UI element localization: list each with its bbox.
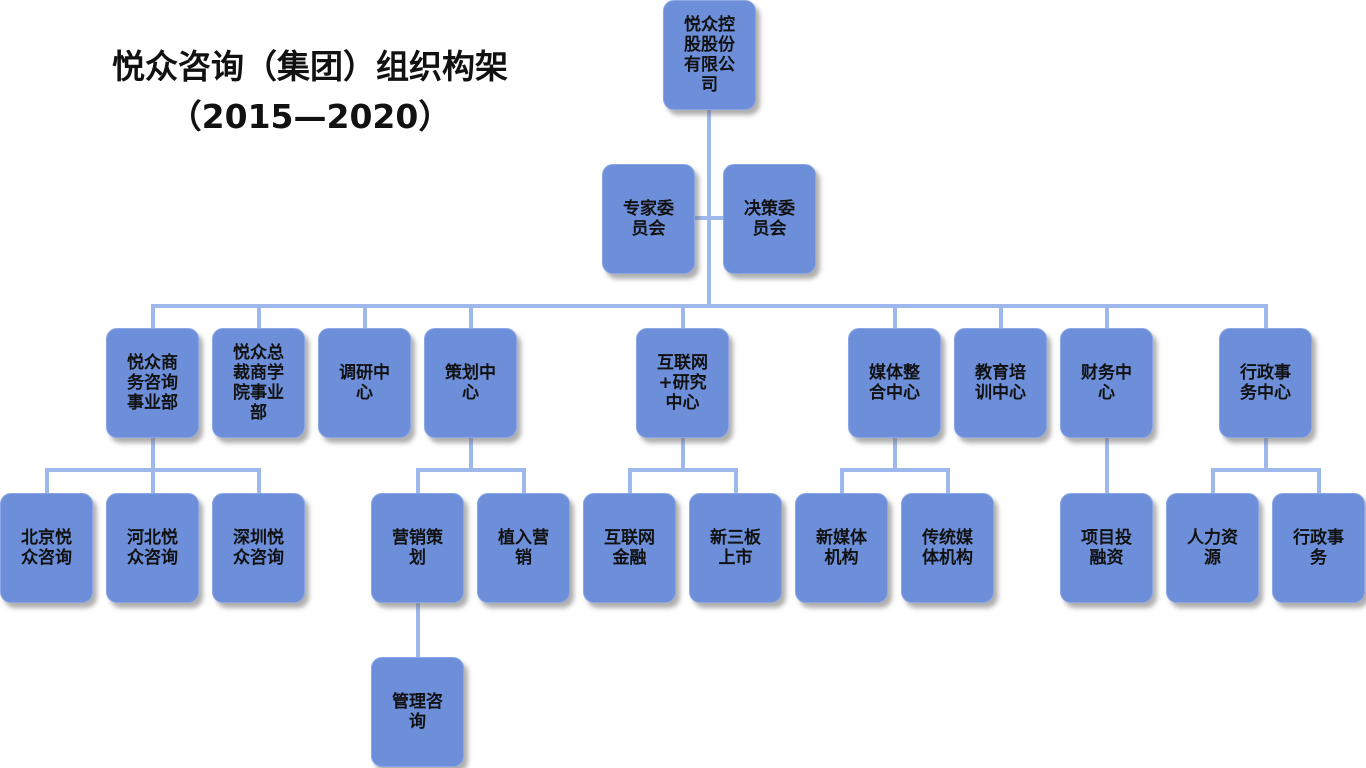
unit-traditional-media-label: 传统媒体机构: [922, 528, 973, 568]
unit-human-resources-label: 人力资源: [1187, 528, 1238, 568]
unit-beijing[interactable]: 北京悦众咨询: [0, 493, 93, 603]
dept-media-label: 媒体整合中心: [869, 363, 920, 403]
dept-business-school[interactable]: 悦众总裁商学院事业部: [212, 328, 305, 438]
dept-business-consulting-label: 悦众商务咨询事业部: [127, 353, 178, 413]
unit-project-financing[interactable]: 项目投融资: [1060, 493, 1153, 603]
dept-business-consulting[interactable]: 悦众商务咨询事业部: [106, 328, 199, 438]
unit-marketing-planning-label: 营销策划: [392, 528, 443, 568]
unit-shenzhen-label: 深圳悦众咨询: [233, 528, 284, 568]
unit-new-media-label: 新媒体机构: [816, 528, 867, 568]
chart-title: 悦众咨询（集团）组织构架 （2015—2020）: [40, 42, 580, 142]
root-node[interactable]: 悦众控股股份有限公司: [663, 0, 756, 110]
dept-finance[interactable]: 财务中心: [1060, 328, 1153, 438]
unit-marketing-planning[interactable]: 营销策划: [371, 493, 464, 603]
committee-decision[interactable]: 决策委员会: [723, 164, 816, 274]
dept-planning[interactable]: 策划中心: [424, 328, 517, 438]
unit-admin-affairs-label: 行政事务: [1293, 528, 1344, 568]
unit-hebei-label: 河北悦众咨询: [127, 528, 178, 568]
dept-research-label: 调研中心: [339, 363, 390, 403]
unit-embedded-marketing[interactable]: 植入营销: [477, 493, 570, 603]
dept-research[interactable]: 调研中心: [318, 328, 411, 438]
unit-human-resources[interactable]: 人力资源: [1166, 493, 1259, 603]
dept-education[interactable]: 教育培训中心: [954, 328, 1047, 438]
unit-new-media[interactable]: 新媒体机构: [795, 493, 888, 603]
unit-internet-finance-label: 互联网金融: [604, 528, 655, 568]
unit-neeq-listing[interactable]: 新三板上市: [689, 493, 782, 603]
dept-business-school-label: 悦众总裁商学院事业部: [233, 343, 284, 423]
committee-expert[interactable]: 专家委员会: [602, 164, 695, 274]
unit-internet-finance[interactable]: 互联网金融: [583, 493, 676, 603]
unit-management-consulting[interactable]: 管理咨询: [371, 657, 464, 767]
root-label: 悦众控股股份有限公司: [684, 15, 735, 95]
committee-expert-label: 专家委员会: [623, 199, 674, 239]
chart-title-line1: 悦众咨询（集团）组织构架: [112, 47, 508, 86]
dept-education-label: 教育培训中心: [975, 363, 1026, 403]
unit-management-consulting-label: 管理咨询: [392, 692, 443, 732]
dept-internet-research[interactable]: 互联网+研究中心: [636, 328, 729, 438]
unit-shenzhen[interactable]: 深圳悦众咨询: [212, 493, 305, 603]
dept-admin[interactable]: 行政事务中心: [1219, 328, 1312, 438]
unit-embedded-marketing-label: 植入营销: [498, 528, 549, 568]
dept-finance-label: 财务中心: [1081, 363, 1132, 403]
dept-internet-research-label: 互联网+研究中心: [657, 353, 708, 413]
dept-media[interactable]: 媒体整合中心: [848, 328, 941, 438]
unit-traditional-media[interactable]: 传统媒体机构: [901, 493, 994, 603]
dept-planning-label: 策划中心: [445, 363, 496, 403]
unit-hebei[interactable]: 河北悦众咨询: [106, 493, 199, 603]
unit-neeq-listing-label: 新三板上市: [710, 528, 761, 568]
chart-title-line2: （2015—2020）: [168, 97, 452, 136]
unit-admin-affairs[interactable]: 行政事务: [1272, 493, 1365, 603]
unit-project-financing-label: 项目投融资: [1081, 528, 1132, 568]
unit-beijing-label: 北京悦众咨询: [21, 528, 72, 568]
committee-decision-label: 决策委员会: [744, 199, 795, 239]
dept-admin-label: 行政事务中心: [1240, 363, 1291, 403]
